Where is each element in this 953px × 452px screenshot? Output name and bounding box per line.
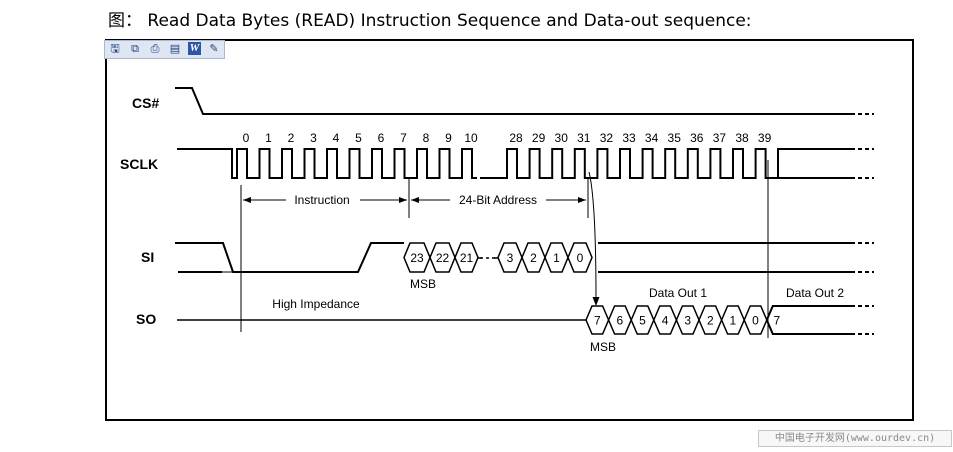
clock-number: 8 xyxy=(423,131,430,145)
si-bit-cell: 0 xyxy=(577,251,584,265)
si-bit-cell: 23 xyxy=(410,251,424,265)
clock-number: 33 xyxy=(622,131,636,145)
sclk-waveform xyxy=(177,148,874,179)
scan-icon[interactable]: ✎ xyxy=(209,43,219,55)
sclk-waveform-part2 xyxy=(480,148,855,179)
so-bit-cell: 5 xyxy=(639,314,646,328)
clock-number: 7 xyxy=(400,131,407,145)
watermark: 中国电子开发网(www.ourdev.cn) xyxy=(758,430,952,447)
cs-waveform xyxy=(175,87,855,115)
so-bit-cell: 3 xyxy=(684,314,691,328)
sclk-waveform-part1 xyxy=(177,148,477,179)
clock-number: 3 xyxy=(310,131,317,145)
clock-number: 5 xyxy=(355,131,362,145)
word-icon[interactable]: W xyxy=(188,42,201,55)
cs-label: CS# xyxy=(132,95,159,111)
clock-number: 31 xyxy=(577,131,591,145)
clock-number: 9 xyxy=(445,131,452,145)
so-next-bit: 7 xyxy=(773,314,780,328)
clock-number: 34 xyxy=(645,131,659,145)
so-bit-cell: 7 xyxy=(594,314,601,328)
clock-number: 0 xyxy=(243,131,250,145)
so-next-high xyxy=(765,305,855,321)
clock-number: 10 xyxy=(464,131,478,145)
clock-number: 30 xyxy=(555,131,569,145)
instruction-arrowhead-left xyxy=(243,197,251,203)
address-arrowhead-left xyxy=(411,197,419,203)
diagram-frame xyxy=(105,39,914,421)
clock-number: 6 xyxy=(378,131,385,145)
sclk-to-so-arrow xyxy=(588,171,597,301)
clock-number: 36 xyxy=(690,131,704,145)
so-bit-cell: 2 xyxy=(707,314,714,328)
data-out-2-label: Data Out 2 xyxy=(786,286,844,300)
si-waveform-start xyxy=(175,242,404,273)
clock-number: 37 xyxy=(713,131,727,145)
image-toolbar: 🖫 ⧉ ⎙ ▤ W ✎ xyxy=(104,40,225,59)
sclk-label: SCLK xyxy=(120,156,158,172)
si-bit-cell: 21 xyxy=(460,251,474,265)
instruction-label: Instruction xyxy=(294,193,349,207)
data-out-1-label: Data Out 1 xyxy=(649,286,707,300)
clock-number: 1 xyxy=(265,131,272,145)
si-bit-cell: 22 xyxy=(436,251,450,265)
address-arrowhead-right xyxy=(578,197,586,203)
instruction-arrowhead-right xyxy=(399,197,407,203)
clock-number: 35 xyxy=(668,131,682,145)
so-msb-label: MSB xyxy=(590,340,616,354)
so-bit-cell: 0 xyxy=(752,314,759,328)
print-icon[interactable]: ⎙ xyxy=(150,43,160,55)
si-bit-cell: 1 xyxy=(553,251,560,265)
si-bit-cell: 2 xyxy=(530,251,537,265)
clock-number: 32 xyxy=(600,131,614,145)
si-bit-cell: 3 xyxy=(507,251,514,265)
save-icon[interactable]: 🖫 xyxy=(110,43,120,55)
so-label: SO xyxy=(136,311,156,327)
address-label: 24-Bit Address xyxy=(459,193,537,207)
clock-number: 38 xyxy=(735,131,749,145)
page-title: 图： Read Data Bytes (READ) Instruction Se… xyxy=(108,11,752,31)
copy-icon[interactable]: ⧉ xyxy=(131,43,139,55)
so-bit-cell: 6 xyxy=(617,314,624,328)
si-bit-cell-shape xyxy=(567,242,593,273)
clock-number: 28 xyxy=(509,131,523,145)
clock-number: 4 xyxy=(333,131,340,145)
so-bit-cell: 4 xyxy=(662,314,669,328)
so-next-low xyxy=(765,319,855,335)
so-bit-cell: 1 xyxy=(730,314,737,328)
high-impedance-label: High Impedance xyxy=(272,297,360,311)
clock-number: 2 xyxy=(288,131,295,145)
si-label: SI xyxy=(141,249,154,265)
pdf-icon[interactable]: ▤ xyxy=(169,43,181,55)
si-msb-label: MSB xyxy=(410,277,436,291)
clock-number: 39 xyxy=(758,131,772,145)
sclk-to-so-arrowhead xyxy=(592,297,600,306)
clock-number: 29 xyxy=(532,131,546,145)
